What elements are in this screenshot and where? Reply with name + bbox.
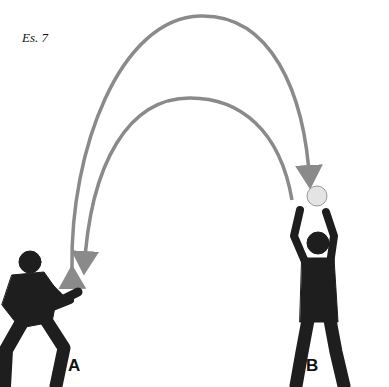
- player-a-figure: [2, 251, 78, 386]
- player-letter: A: [68, 356, 80, 376]
- player-letter: B: [306, 356, 318, 376]
- pass-arc: [72, 16, 310, 268]
- player-b-figure: [294, 210, 344, 386]
- exercise-title: Es. 7: [22, 30, 48, 46]
- pass-arc: [84, 98, 292, 272]
- ball: [307, 186, 327, 206]
